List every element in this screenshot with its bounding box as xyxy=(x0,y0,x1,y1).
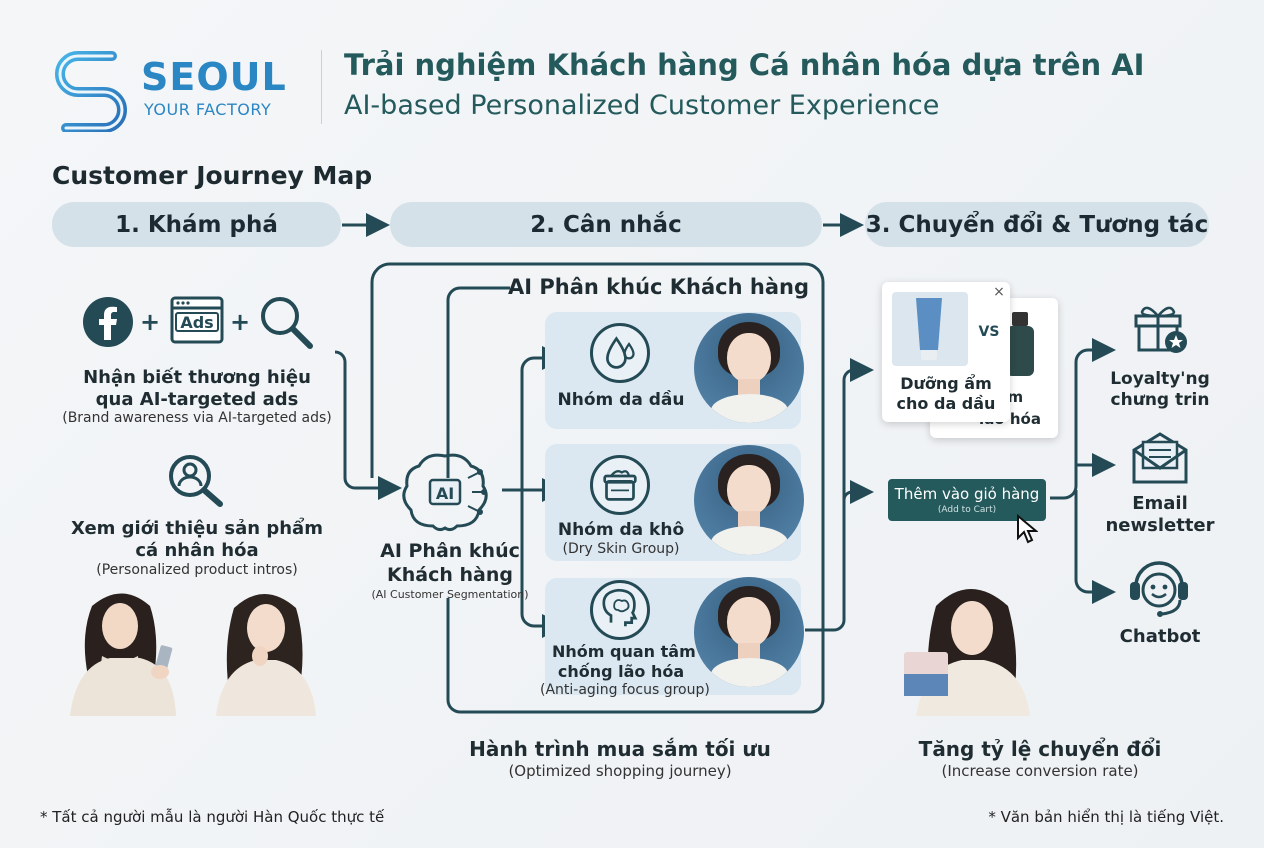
gift-star-icon xyxy=(1134,306,1187,353)
email-label-1: Email xyxy=(1132,493,1188,514)
segment-oily-label: Nhóm da dầu xyxy=(557,390,685,410)
awareness-label-vi-1: Nhận biết thương hiệu xyxy=(83,367,311,388)
add-to-cart-label-en: (Add to Cart) xyxy=(937,505,997,515)
hub-label-vi-2: Khách hàng xyxy=(387,564,513,586)
email-label-2: newsletter xyxy=(1105,515,1215,536)
add-to-cart-label: Thêm vào giỏ hàng xyxy=(894,485,1040,503)
search-magnifier-icon xyxy=(261,297,313,349)
product-front-label-1: Dưỡng ẩm xyxy=(900,374,992,393)
segment-antiaging-photo xyxy=(694,577,804,687)
seoul-logo-icon xyxy=(55,51,127,132)
consideration-caption-en: (Optimized shopping journey) xyxy=(508,762,732,780)
footnote-left: * Tất cả người mẫu là người Hàn Quốc thự… xyxy=(40,808,385,826)
loyalty-label-1: Loyalty'ng xyxy=(1110,369,1210,389)
facebook-icon xyxy=(83,297,133,347)
plus-icon: + xyxy=(230,308,251,336)
segment-dry-photo xyxy=(694,445,804,555)
title-english: AI-based Personalized Customer Experienc… xyxy=(344,90,940,121)
email-envelope-icon xyxy=(1132,432,1188,484)
awareness-label-vi-2: qua AI-targeted ads xyxy=(95,389,299,410)
ads-window-icon xyxy=(170,296,224,344)
segment-dry-label: Nhóm da khô xyxy=(557,520,685,540)
model-with-product-image xyxy=(904,589,1030,716)
header-divider xyxy=(321,50,322,124)
water-drop-icon xyxy=(590,323,650,383)
intro-label-vi-2: cá nhân hóa xyxy=(135,540,259,561)
close-icon[interactable]: × xyxy=(993,284,1005,300)
segment-antiaging-label-1: Nhóm quan tâm xyxy=(552,642,696,661)
hub-label-vi-1: AI Phân khúc xyxy=(380,540,520,562)
map-heading: Customer Journey Map xyxy=(52,161,373,190)
chatbot-label: Chatbot xyxy=(1119,626,1201,647)
stage-discovery: 1. Khám phá xyxy=(52,202,341,247)
ads-icon-label: Ads xyxy=(180,313,214,332)
cream-jar-icon xyxy=(590,455,650,515)
head-brain-icon xyxy=(590,580,650,640)
plus-icon: + xyxy=(140,308,161,336)
loyalty-label-2: chưng trin xyxy=(1110,390,1210,410)
serum-bottle-icon xyxy=(1006,312,1034,376)
conversion-caption-vi: Tăng tỷ lệ chuyển đổi xyxy=(918,737,1162,761)
model-thinking-image xyxy=(216,594,316,716)
intro-label-vi-1: Xem giới thiệu sản phẩm xyxy=(71,518,323,539)
segment-antiaging-label-2: chống lão hóa xyxy=(557,662,685,681)
stage-conversion: 3. Chuyển đổi & Tương tác xyxy=(865,202,1209,247)
hub-label-en: (AI Customer Segmentation) xyxy=(371,588,529,601)
consideration-caption-vi: Hành trình mua sắm tối ưu xyxy=(469,737,771,761)
segment-dry-label-en: (Dry Skin Group) xyxy=(562,541,680,557)
title-vietnamese: Trải nghiệm Khách hàng Cá nhân hóa dựa t… xyxy=(344,48,1145,82)
segmentation-box-title: AI Phân khúc Khách hàng xyxy=(508,275,809,299)
footnote-right: * Văn bản hiển thị là tiếng Việt. xyxy=(988,808,1224,826)
product-front-label-2: cho da dầu xyxy=(896,394,996,413)
brand-tagline: YOUR FACTORY xyxy=(144,100,272,119)
ai-icon-label: AI xyxy=(435,484,455,503)
intro-label-en: (Personalized product intros) xyxy=(96,562,298,578)
brand-name: SEOUL xyxy=(141,55,287,99)
stage-consideration: 2. Cân nhắc xyxy=(390,202,822,247)
awareness-label-en: (Brand awareness via AI-targeted ads) xyxy=(62,410,332,426)
versus-label: VS xyxy=(978,324,1000,340)
person-search-icon xyxy=(169,455,223,507)
mouse-cursor-icon xyxy=(1017,514,1038,544)
conversion-caption-en: (Increase conversion rate) xyxy=(941,762,1139,780)
moisturizer-tube-icon xyxy=(916,298,942,360)
product-card-front[interactable]: VS × Dưỡng ẩm cho da dầu xyxy=(882,282,1010,422)
add-to-cart-button[interactable]: Thêm vào giỏ hàng (Add to Cart) xyxy=(888,479,1046,521)
model-with-phone-image xyxy=(70,593,176,716)
chatbot-headset-icon xyxy=(1130,561,1188,617)
segment-antiaging-label-en: (Anti-aging focus group) xyxy=(540,682,710,698)
segment-oily-photo xyxy=(694,313,804,423)
ai-brain-icon xyxy=(402,453,488,532)
